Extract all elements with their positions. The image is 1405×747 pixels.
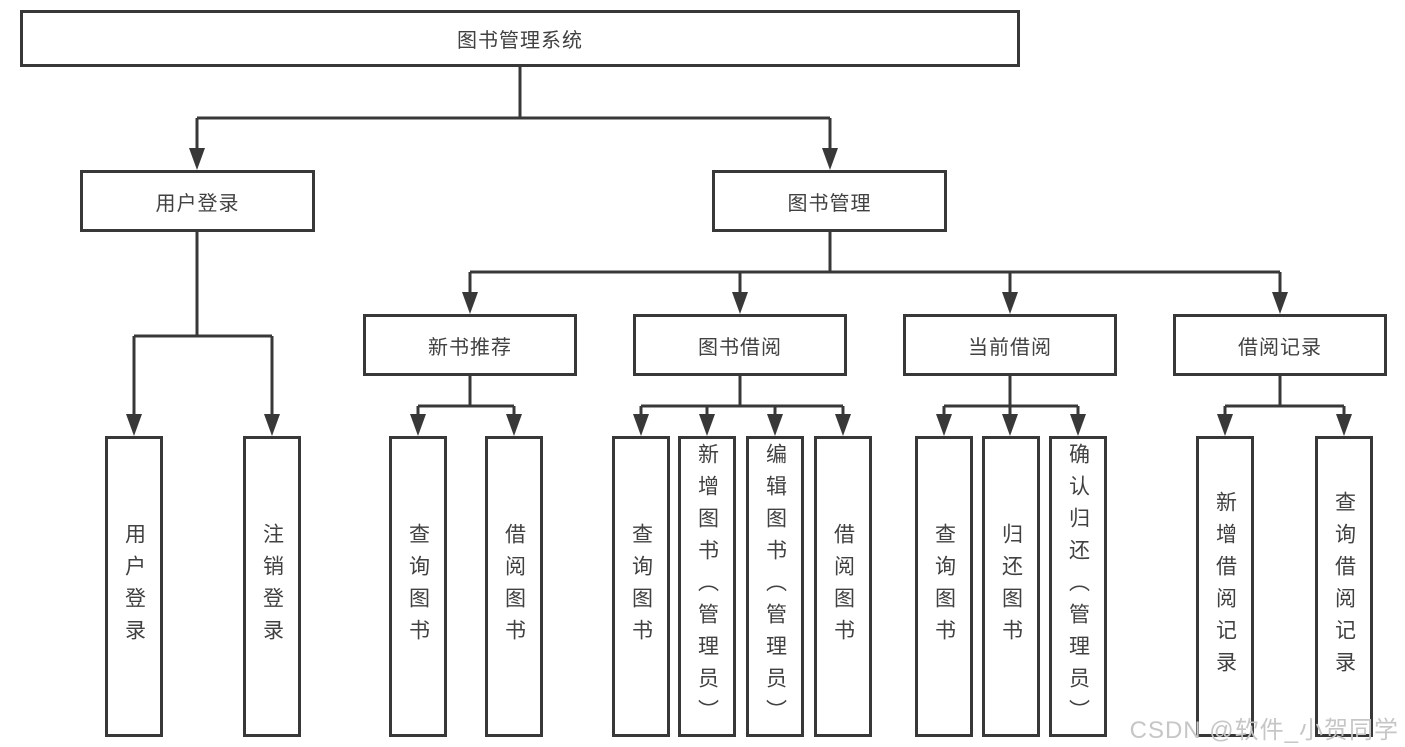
node-user-login: 用户登录 — [80, 170, 315, 232]
leaf-confirm-return-admin: 确认归还（管理员） — [1049, 436, 1107, 737]
leaf-query-books-current: 查询图书 — [915, 436, 973, 737]
leaf-return-books: 归还图书 — [982, 436, 1040, 737]
leaf-query-books-borrow: 查询图书 — [612, 436, 670, 737]
node-label: 编辑图书（管理员） — [763, 442, 787, 731]
leaf-user-login: 用户登录 — [105, 436, 163, 737]
leaf-query-borrow-record: 查询借阅记录 — [1315, 436, 1373, 737]
node-label: 查询图书 — [629, 522, 653, 651]
node-root-library-system: 图书管理系统 — [20, 10, 1020, 67]
leaf-query-books-recommend: 查询图书 — [389, 436, 447, 737]
node-label: 新增借阅记录 — [1213, 490, 1237, 683]
node-book-management: 图书管理 — [712, 170, 947, 232]
leaf-add-books-admin: 新增图书（管理员） — [678, 436, 736, 737]
node-new-book-recommend: 新书推荐 — [363, 314, 577, 376]
node-label: 用户登录 — [155, 192, 240, 215]
node-label: 当前借阅 — [968, 336, 1052, 359]
leaf-logout: 注销登录 — [243, 436, 301, 737]
node-label: 新增图书（管理员） — [695, 442, 719, 731]
node-borrow-records: 借阅记录 — [1173, 314, 1387, 376]
leaf-edit-books-admin: 编辑图书（管理员） — [746, 436, 804, 737]
leaf-borrow-books-recommend: 借阅图书 — [485, 436, 543, 737]
node-label: 借阅图书 — [502, 522, 526, 651]
node-label: 图书管理 — [787, 192, 872, 215]
node-label: 查询借阅记录 — [1332, 490, 1356, 683]
node-label: 注销登录 — [260, 522, 284, 651]
csdn-watermark: CSDN @软件_小贺同学 — [1129, 717, 1399, 744]
node-label: 查询图书 — [406, 522, 430, 651]
node-label: 图书管理系统 — [457, 30, 583, 52]
node-label: 用户登录 — [122, 522, 146, 651]
node-label: 归还图书 — [999, 522, 1023, 651]
node-label: 借阅记录 — [1238, 336, 1322, 359]
node-label: 借阅图书 — [831, 522, 855, 651]
node-label: 确认归还（管理员） — [1066, 442, 1090, 731]
node-label: 图书借阅 — [698, 336, 782, 359]
leaf-add-borrow-record: 新增借阅记录 — [1196, 436, 1254, 737]
node-label: 查询图书 — [932, 522, 956, 651]
node-current-borrow: 当前借阅 — [903, 314, 1117, 376]
node-book-borrow: 图书借阅 — [633, 314, 847, 376]
leaf-borrow-books: 借阅图书 — [814, 436, 872, 737]
node-label: 新书推荐 — [428, 336, 512, 359]
